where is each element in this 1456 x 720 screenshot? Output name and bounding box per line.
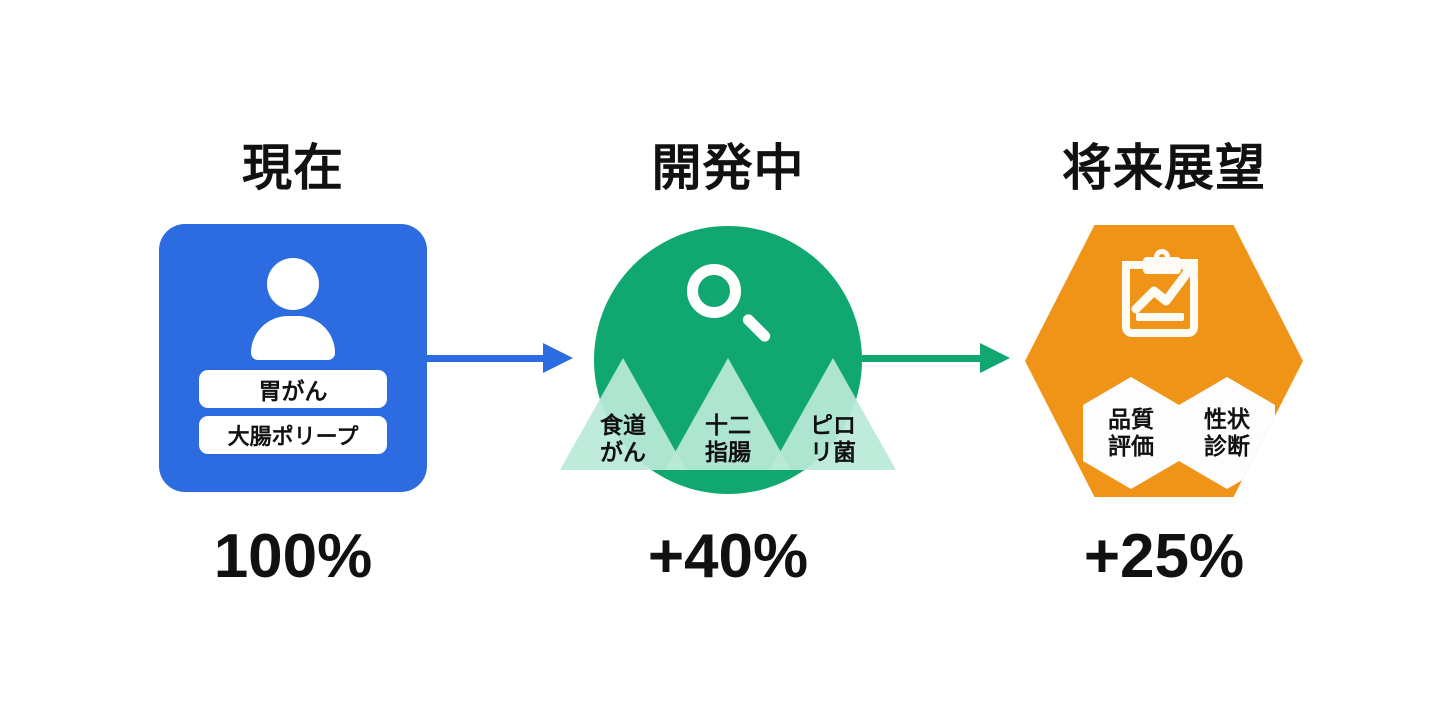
- stage-development-metric: +40%: [647, 522, 809, 591]
- stage-future-title: 将来展望: [1062, 140, 1266, 196]
- magnifier-ring: [687, 264, 741, 318]
- development-circle-shape: [594, 226, 862, 494]
- clipboard-text-line: [1136, 313, 1184, 321]
- stage-current-metric: 100%: [213, 522, 373, 591]
- arrow-right-icon: [427, 338, 573, 378]
- future-hexagon-shape: 品質 評価 性状 診断: [1025, 225, 1303, 497]
- arrow-shaft: [427, 355, 545, 362]
- stage-future-metric: +25%: [1083, 522, 1245, 591]
- stage-future: 将来展望 品質 評価 性状 診断: [1010, 0, 1318, 720]
- clipboard-clasp: [1154, 249, 1170, 265]
- magnifier-handle: [740, 312, 773, 344]
- development-card[interactable]: 食道 がん 十二 指腸 ピロ リ菌: [560, 224, 896, 514]
- person-body-shape: [251, 316, 335, 360]
- person-icon: [250, 258, 336, 360]
- future-tag-label: 品質 評価: [1108, 406, 1154, 459]
- future-tag-label: 性状 診断: [1204, 406, 1250, 459]
- clipboard-header: [1143, 257, 1181, 274]
- current-tag-pill[interactable]: 大腸ポリープ: [199, 416, 387, 454]
- current-tag-pill[interactable]: 胃がん: [199, 370, 387, 408]
- stage-current: 現在 胃がん 大腸ポリープ 100%: [139, 0, 447, 720]
- future-tag-hexagon[interactable]: 品質 評価: [1083, 377, 1179, 489]
- stage-development-title: 開発中: [651, 140, 805, 196]
- current-tag-list: 胃がん 大腸ポリープ: [159, 370, 427, 462]
- arrow-shaft: [862, 355, 982, 362]
- current-card[interactable]: 胃がん 大腸ポリープ: [159, 224, 427, 492]
- stage-current-title: 現在: [242, 140, 344, 196]
- arrow-right-icon: [862, 338, 1010, 378]
- stage-development: 開発中 食道 がん 十二 指腸 ピロ リ菌 +40%: [560, 0, 896, 720]
- clipboard-chart-icon: [1114, 247, 1214, 347]
- trend-arrow-icon: [1131, 259, 1198, 314]
- future-card[interactable]: 品質 評価 性状 診断: [1010, 224, 1318, 498]
- person-head-shape: [267, 258, 319, 310]
- magnifier-icon: [685, 262, 773, 348]
- future-tag-hexagon[interactable]: 性状 診断: [1179, 377, 1275, 489]
- arrow-head: [543, 343, 573, 373]
- arrow-head: [980, 343, 1010, 373]
